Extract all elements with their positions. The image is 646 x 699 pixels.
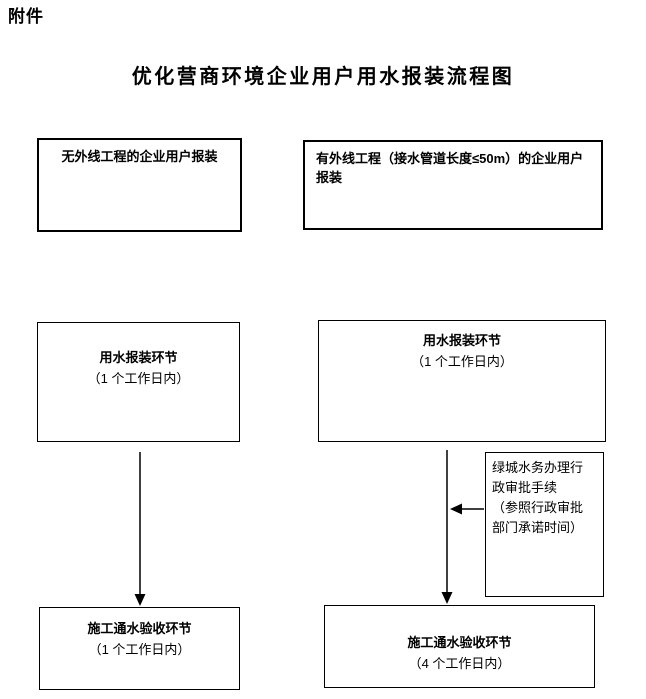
step-title: 用水报装环节	[99, 350, 178, 365]
step-title: 施工通水验收环节	[407, 635, 512, 650]
arrow-right-down-icon	[441, 450, 453, 604]
step-duration: （1 个工作日内）	[411, 354, 513, 369]
flow-box-right-apply-step: 用水报装环节 （1 个工作日内）	[318, 320, 606, 442]
step-duration: （1 个工作日内）	[88, 642, 191, 657]
step-title: 用水报装环节	[422, 333, 501, 348]
step-title: 施工通水验收环节	[87, 621, 192, 636]
page-title: 优化营商环境企业用户用水报装流程图	[131, 66, 515, 88]
flow-box-admin-approval-note: 绿城水务办理行 政审批手续 （参照行政审批 部门承诺时间）	[485, 452, 604, 597]
attachment-label: 附件	[8, 7, 44, 26]
flow-box-left-acceptance-step: 施工通水验收环节 （1 个工作日内）	[39, 607, 240, 690]
side-note-line: 部门承诺时间）	[492, 520, 584, 535]
step-duration: （4 个工作日内）	[408, 656, 511, 671]
arrow-side-note-left-icon	[450, 503, 484, 515]
side-note-line: （参照行政审批	[492, 500, 584, 515]
flow-box-external-works-start: 有外线工程（接水管道长度≤50m）的企业用户 报装	[303, 140, 603, 230]
flow-box-left-apply-step: 用水报装环节 （1 个工作日内）	[37, 322, 240, 442]
side-note-line: 绿城水务办理行	[492, 460, 584, 475]
flow-box-label: 无外线工程的企业用户报装	[61, 149, 218, 164]
arrow-left-down-icon	[134, 452, 146, 606]
side-note-line: 政审批手续	[492, 480, 558, 495]
flow-box-label-line2: 报装	[316, 170, 343, 185]
flow-box-label-line1: 有外线工程（接水管道长度≤50m）的企业用户	[316, 151, 584, 166]
step-duration: （1 个工作日内）	[87, 371, 190, 386]
flow-box-no-external-works-start: 无外线工程的企业用户报装	[37, 138, 242, 232]
flow-box-right-acceptance-step: 施工通水验收环节 （4 个工作日内）	[324, 605, 595, 688]
